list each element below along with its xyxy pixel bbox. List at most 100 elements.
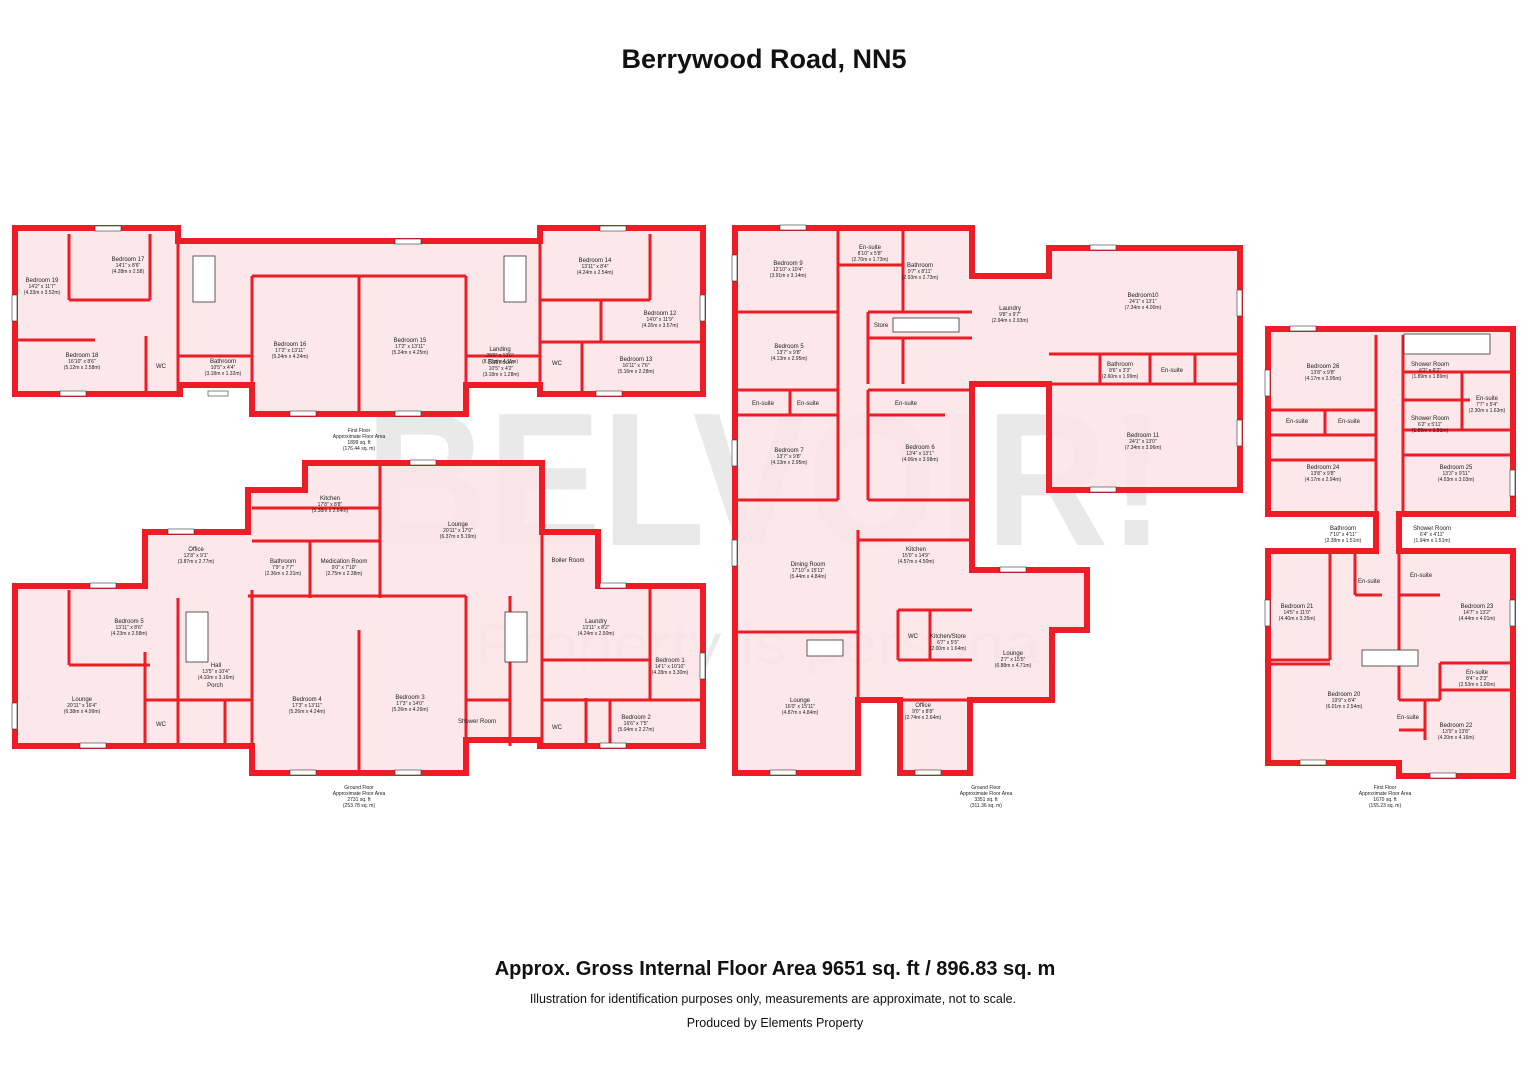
room-dimensions: (2.00m x 1.64m) (930, 646, 967, 652)
stairs (185, 255, 1491, 667)
room-dimensions: (4.13m x 2.95m) (771, 460, 808, 466)
room-dimensions: (4.24m x 2.50m) (578, 631, 615, 637)
room-name: Bedroom 14 (579, 258, 612, 264)
room-name: Shower Room (1411, 416, 1449, 422)
room-label: En-suite (1358, 579, 1381, 585)
room-dimensions: (4.44m x 4.01m) (1459, 616, 1496, 622)
room-name: Bathroom (1107, 362, 1133, 368)
room-dimensions: (4.24m x 2.54m) (577, 270, 614, 276)
room-label: En-suite (1397, 715, 1420, 721)
room-dimensions: (4.33m x 3.52m) (24, 290, 61, 296)
room-name: Boiler Room (551, 558, 584, 564)
room-dimensions: 6'7" x 5'5" (937, 640, 959, 646)
room-name: En-suite (1476, 396, 1499, 402)
room-name: Bathroom (270, 559, 296, 565)
room-dimensions: 14'0" x 11'9" (646, 317, 673, 323)
room-name: Lounge (1003, 651, 1024, 657)
room-name: Bedroom 4 (292, 697, 322, 703)
room-dimensions: (4.28m x 2.58) (112, 269, 145, 275)
room-dimensions: (6.01m x 2.54m) (1326, 704, 1363, 710)
room-dimensions: 9'8" x 9'7" (999, 312, 1021, 318)
wall-outlines (12, 225, 1516, 779)
room-dimensions: 17'2" x 13'11" (395, 344, 425, 350)
room-name: Bedroom 7 (774, 448, 804, 454)
room-name: WC (908, 634, 919, 640)
room-name: Bedroom 13 (620, 357, 653, 363)
room-dimensions: 14'1" x 10'10" (655, 664, 685, 670)
total-floor-area: Approx. Gross Internal Floor Area 9651 s… (494, 958, 1056, 980)
room-dimensions: (5.24m x 4.25m) (392, 350, 429, 356)
room-dimensions: (4.87m x 4.84m) (782, 710, 819, 716)
room-label: En-suite (1410, 573, 1433, 579)
room-dimensions: (6.88m x 4.71m) (995, 663, 1032, 669)
room-name: Bedroom 11 (1127, 433, 1160, 439)
room-dimensions: 14'2" x 11'7" (28, 284, 55, 290)
room-name: Kitchen/Store (930, 634, 967, 640)
room-dimensions: 7'9" x 7'7" (272, 565, 294, 571)
room-name: Shower Room (458, 719, 496, 725)
room-dimensions: (1.89m x 1.81m) (1412, 428, 1449, 434)
room-dimensions: 8'10" x 5'8" (858, 251, 883, 257)
room-name: WC (156, 364, 167, 370)
room-label: Store (874, 323, 889, 329)
room-dimensions: (1.89m x 1.89m) (1412, 374, 1449, 380)
interior-walls (15, 228, 1513, 773)
room-name: Bedroom 19 (26, 278, 59, 284)
room-name: WC (156, 722, 167, 728)
room-name: Bedroom 5 (114, 619, 144, 625)
room-label: Porch (207, 683, 223, 689)
room-dimensions: 9'7" x 8'11" (908, 269, 932, 275)
room-name: Bedroom 26 (1307, 364, 1340, 370)
room-dimensions: 13'9" x 13'8" (1442, 729, 1470, 735)
room-name: Kitchen (320, 496, 340, 502)
room-dimensions: (4.17m x 2.95m) (1305, 376, 1342, 382)
room-dimensions: (2.93m x 2.73m) (902, 275, 939, 281)
room-name: Bedroom 3 (395, 695, 425, 701)
room-dimensions: (5.44m x 4.84m) (790, 574, 827, 580)
room-name: Bedroom 6 (905, 445, 935, 451)
room-name: Bedroom 22 (1440, 723, 1473, 729)
room-name: Bathroom (1330, 526, 1356, 532)
room-dimensions: (5.04m x 2.27m) (618, 727, 655, 733)
room-dimensions: 16'11" x 7'6" (622, 363, 649, 369)
room-dimensions: 9'0" x 8'8" (912, 709, 934, 715)
room-dimensions: 10'5" x 4'2" (489, 366, 514, 372)
room-name: Bedroom 17 (112, 257, 145, 263)
room-name: Bedroom 12 (644, 311, 677, 317)
room-dimensions: (4.20m x 4.16m) (1438, 735, 1475, 741)
room-dimensions: 13'5" x 10'4" (202, 669, 230, 675)
room-name: WC (552, 361, 563, 367)
room-label: WC (552, 361, 563, 367)
room-dimensions: (3.87m x 2.77m) (178, 559, 215, 565)
room-dimensions: 12'10" x 10'4" (773, 267, 803, 273)
room-name: En-suite (1286, 419, 1309, 425)
room-dimensions: 14'7" x 13'2" (1463, 610, 1491, 616)
room-dimensions: (2.36m x 2.31m) (265, 571, 302, 577)
room-name: Bathroom (907, 263, 933, 269)
room-name: Bedroom 23 (1461, 604, 1494, 610)
room-dimensions: (5.12m x 2.58m) (64, 365, 101, 371)
